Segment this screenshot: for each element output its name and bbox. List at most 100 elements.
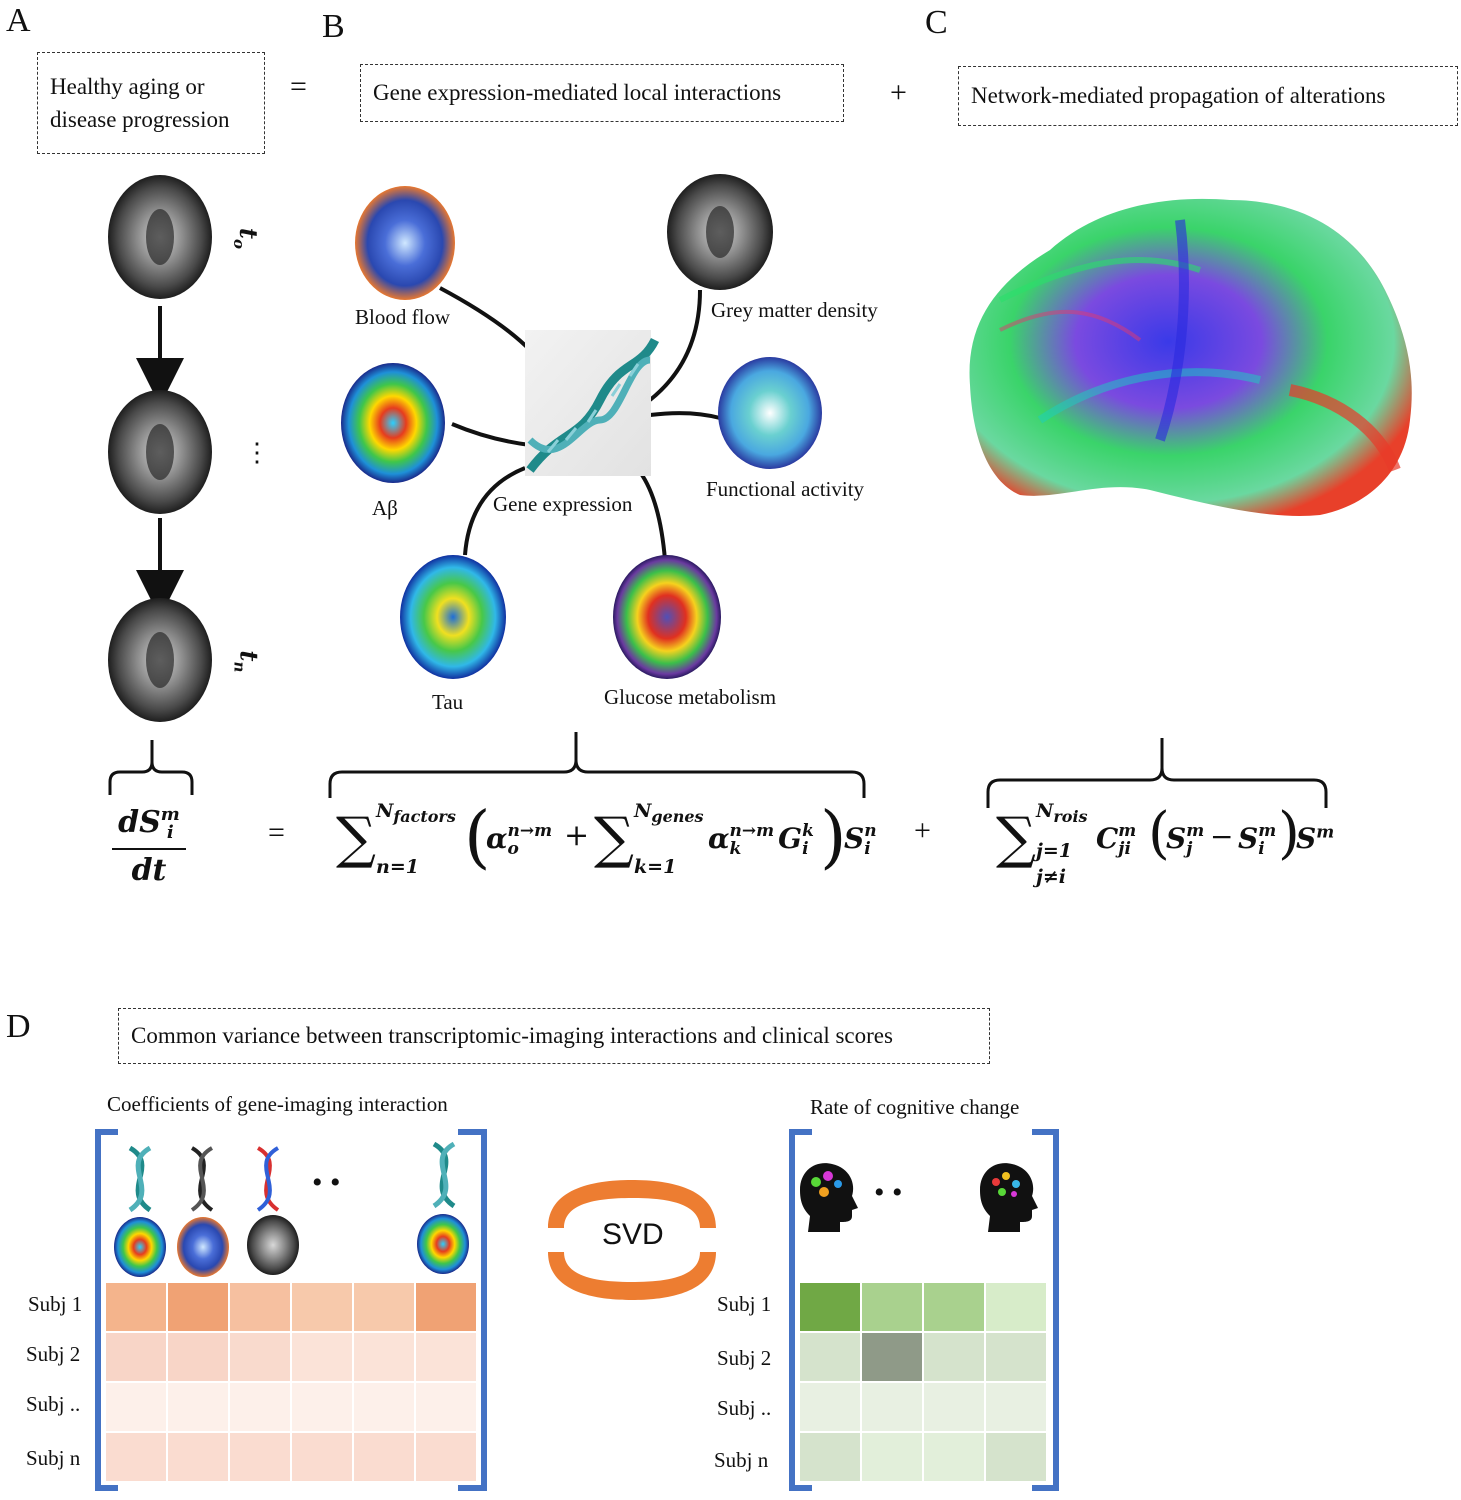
- left-matrix-bracket-close: [458, 1129, 487, 1491]
- left-heatmap-cell-r4-c2: [168, 1433, 228, 1481]
- head-brain-icon: [980, 1163, 1038, 1232]
- panel-c-letter: C: [925, 4, 948, 41]
- dots-vertical: ⋮: [244, 438, 270, 467]
- left-matrix-ellipsis: • •: [312, 1166, 341, 1199]
- right-matrix-ellipsis: • •: [874, 1176, 903, 1209]
- brace-c: [986, 738, 1328, 808]
- left-heatmap-cell-r1-c4: [292, 1283, 352, 1331]
- equals-operator-top: =: [290, 70, 307, 103]
- tn-label: tn: [230, 650, 264, 673]
- left-heatmap-cell-r3-c6: [416, 1383, 476, 1431]
- paren-close-1: ): [820, 798, 847, 877]
- right-heatmap-cell-r4-c4: [986, 1433, 1046, 1481]
- brain-icon-mri: [247, 1215, 299, 1275]
- left-heatmap-cell-r1-c2: [168, 1283, 228, 1331]
- left-heatmap-cell-r1-c6: [416, 1283, 476, 1331]
- right-matrix-title: Rate of cognitive change: [810, 1095, 1020, 1119]
- left-heatmap-cell-r4-c4: [292, 1433, 352, 1481]
- blood-flow-image: [355, 186, 455, 300]
- right-matrix-bracket-open: [789, 1129, 812, 1491]
- sum-symbol-3: ∑: [996, 806, 1036, 871]
- brace-b: [328, 732, 866, 798]
- panel-a-letter: A: [6, 2, 31, 39]
- left-row-label-4: Subj n: [26, 1446, 81, 1470]
- tau-image: [400, 555, 506, 679]
- paren-open-1: (: [464, 798, 491, 877]
- right-heatmap-cell-r1-c1: [800, 1283, 860, 1331]
- left-heatmap-cell-r3-c2: [168, 1383, 228, 1431]
- dna-icon-teal-2: [432, 1141, 456, 1209]
- left-heatmap-cell-r2-c2: [168, 1333, 228, 1381]
- left-heatmap-cell-r2-c5: [354, 1333, 414, 1381]
- right-heatmap-cell-r3-c1: [800, 1383, 860, 1431]
- abeta-image: [341, 363, 445, 483]
- node-label-tau: Tau: [432, 690, 464, 714]
- common-variance-box: Common variance between transcriptomic-i…: [118, 1008, 990, 1064]
- aging-box-line2: disease progression: [50, 107, 230, 132]
- glucose-metabolism-image: [613, 555, 721, 679]
- left-heatmap-cell-r2-c3: [230, 1333, 290, 1381]
- dna-icon-red-blue: [256, 1146, 280, 1212]
- edge-blood-flow: [439, 286, 532, 352]
- aging-box: Healthy aging or disease progression: [37, 52, 265, 154]
- left-heatmap-cell-r2-c1: [106, 1333, 166, 1381]
- aging-box-line1: Healthy aging or: [50, 73, 205, 99]
- node-label-blood-flow: Blood flow: [355, 305, 451, 329]
- right-row-label-1: Subj 1: [717, 1292, 772, 1316]
- left-row-label-1: Subj 1: [28, 1292, 83, 1316]
- right-row-label-3: Subj ..: [717, 1396, 772, 1420]
- equals-operator-equation: =: [268, 816, 285, 849]
- tractography-brain-image: [969, 198, 1412, 516]
- panel-b-letter: B: [322, 8, 345, 45]
- left-heatmap-cell-r2-c4: [292, 1333, 352, 1381]
- svd-label: SVD: [602, 1218, 664, 1251]
- left-heatmap-cell-r4-c6: [416, 1433, 476, 1481]
- edge-abeta: [451, 422, 531, 447]
- node-label-grey-matter: Grey matter density: [711, 298, 878, 322]
- node-label-functional-activity: Functional activity: [706, 477, 865, 501]
- edge-glucose: [638, 470, 667, 561]
- svd-arrow-top: [548, 1180, 716, 1228]
- left-heatmap-cell-r4-c5: [354, 1433, 414, 1481]
- left-heatmap-cell-r4-c1: [106, 1433, 166, 1481]
- dna-icon-teal-1: [128, 1145, 152, 1213]
- edge-tau: [463, 466, 526, 556]
- right-heatmap-cell-r1-c4: [986, 1283, 1046, 1331]
- left-heatmap-cell-r3-c5: [354, 1383, 414, 1431]
- brace-a: [108, 740, 194, 795]
- sum-symbol-1: ∑: [336, 806, 376, 871]
- right-heatmap-cell-r2-c4: [986, 1333, 1046, 1381]
- left-row-label-2: Subj 2: [26, 1342, 81, 1366]
- brain-icon-pet-1: [114, 1217, 166, 1277]
- functional-activity-image: [718, 357, 822, 469]
- left-heatmap: [106, 1283, 476, 1481]
- left-heatmap-cell-r4-c3: [230, 1433, 290, 1481]
- gene-interaction-box: Gene expression-mediated local interacti…: [360, 64, 844, 122]
- right-heatmap-cell-r4-c2: [862, 1433, 922, 1481]
- right-heatmap-cell-r1-c3: [924, 1283, 984, 1331]
- right-heatmap-cell-r2-c2: [862, 1333, 922, 1381]
- right-heatmap: [800, 1283, 1046, 1481]
- right-heatmap-cell-r4-c1: [800, 1433, 860, 1481]
- left-heatmap-cell-r3-c3: [230, 1383, 290, 1431]
- node-label-abeta: Aβ: [372, 496, 398, 520]
- left-heatmap-cell-r1-c1: [106, 1283, 166, 1331]
- right-heatmap-cell-r3-c2: [862, 1383, 922, 1431]
- edge-functional: [649, 411, 721, 420]
- svd-arrow-bottom: [548, 1252, 716, 1300]
- left-heatmap-cell-r1-c3: [230, 1283, 290, 1331]
- grey-matter-image: [667, 174, 773, 290]
- t0-label: to: [230, 227, 263, 249]
- right-heatmap-cell-r1-c2: [862, 1283, 922, 1331]
- panel-d-letter: D: [6, 1008, 31, 1045]
- brain-icon-bloodflow: [177, 1217, 229, 1277]
- plus-operator-top: +: [890, 76, 907, 109]
- mri-tn-image: [108, 598, 212, 722]
- mri-middle-image: [108, 390, 212, 514]
- center-label-gene-expression: Gene expression: [493, 492, 633, 516]
- head-gears-icon: [800, 1163, 858, 1232]
- node-label-glucose-metabolism: Glucose metabolism: [604, 685, 777, 709]
- right-matrix-bracket-close: [1032, 1129, 1059, 1491]
